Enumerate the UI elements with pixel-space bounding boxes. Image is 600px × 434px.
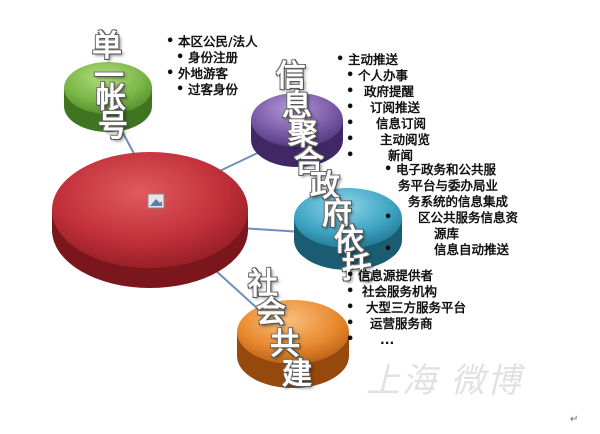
gov-reliance-title-char-3: 依: [334, 223, 364, 258]
node-social-building: [237, 300, 349, 388]
list-item: 区公共服务信息资: [384, 210, 518, 226]
social-building-title-char-4: 建: [282, 357, 312, 392]
social-building-list: 信息源提供者 社会服务机构 大型三方服务平台 运营服务商 ...: [346, 268, 466, 348]
connector-gov-reliance: [239, 227, 303, 233]
list-item: 身份注册: [166, 50, 258, 66]
info-aggregation-title-char-1: 信: [276, 59, 306, 94]
list-item: 政府提醒: [336, 84, 430, 100]
single-account-title-char-3: 帐: [96, 81, 126, 116]
social-building-title-char-2: 会: [256, 295, 286, 330]
list-item: 个人办事: [336, 68, 430, 84]
list-item: 新闻: [336, 148, 430, 164]
gov-reliance-title-char-1: 政: [310, 169, 340, 204]
list-item: 订阅推送: [336, 100, 430, 116]
list-item: 务系统的信息集成: [408, 194, 509, 209]
social-building-title-char-3: 共: [270, 327, 300, 362]
node-info-aggregation: [251, 93, 343, 167]
list-item: 信息订阅: [336, 116, 430, 132]
single-account-list: 本区公民/法人 身份注册 外地游客 过客身份: [166, 34, 258, 98]
list-item: 源库: [434, 226, 460, 241]
gov-reliance-title-char-2: 府: [322, 197, 352, 232]
list-item: 社会服务机构: [346, 284, 466, 300]
return-mark: ↵: [570, 414, 579, 425]
single-account-title-char-1: 单: [92, 29, 122, 64]
list-item: 外地游客: [166, 66, 258, 82]
info-aggregation-title-char-3: 聚: [288, 117, 318, 152]
center-placeholder-icon: [147, 193, 165, 209]
info-aggregation-title-char-4: 合: [294, 145, 324, 180]
info-aggregation-title-char-2: 息: [282, 89, 312, 124]
center-node: [52, 152, 248, 288]
social-building-title-char-1: 社: [248, 267, 278, 302]
list-item: 主动推送: [336, 52, 430, 68]
list-item: 务平台与委办局业: [398, 178, 499, 193]
list-item: 大型三方服务平台: [346, 300, 466, 316]
list-item: 本区公民/法人: [166, 34, 258, 50]
single-account-title-char-4: 号: [98, 109, 128, 144]
info-aggregation-list: 主动推送 个人办事 政府提醒 订阅推送 信息订阅 主动阅览 新闻: [336, 52, 430, 164]
list-item: 信息自动推送: [384, 242, 518, 258]
gov-reliance-list: 电子政务和公共服 务平台与委办局业 务系统的信息集成 区公共服务信息资 源库 信…: [384, 162, 518, 258]
list-item: 电子政务和公共服: [384, 162, 518, 178]
watermark: 上海 微博: [366, 361, 523, 401]
single-account-title-char-2: 一: [94, 59, 124, 94]
list-item: 信息源提供者: [346, 268, 466, 284]
list-item: 主动阅览: [336, 132, 430, 148]
node-gov-reliance: [294, 188, 402, 270]
list-item: ...: [346, 332, 466, 348]
node-single-account: [64, 62, 152, 132]
list-item: 运营服务商: [346, 316, 466, 332]
list-item: 过客身份: [166, 82, 258, 98]
